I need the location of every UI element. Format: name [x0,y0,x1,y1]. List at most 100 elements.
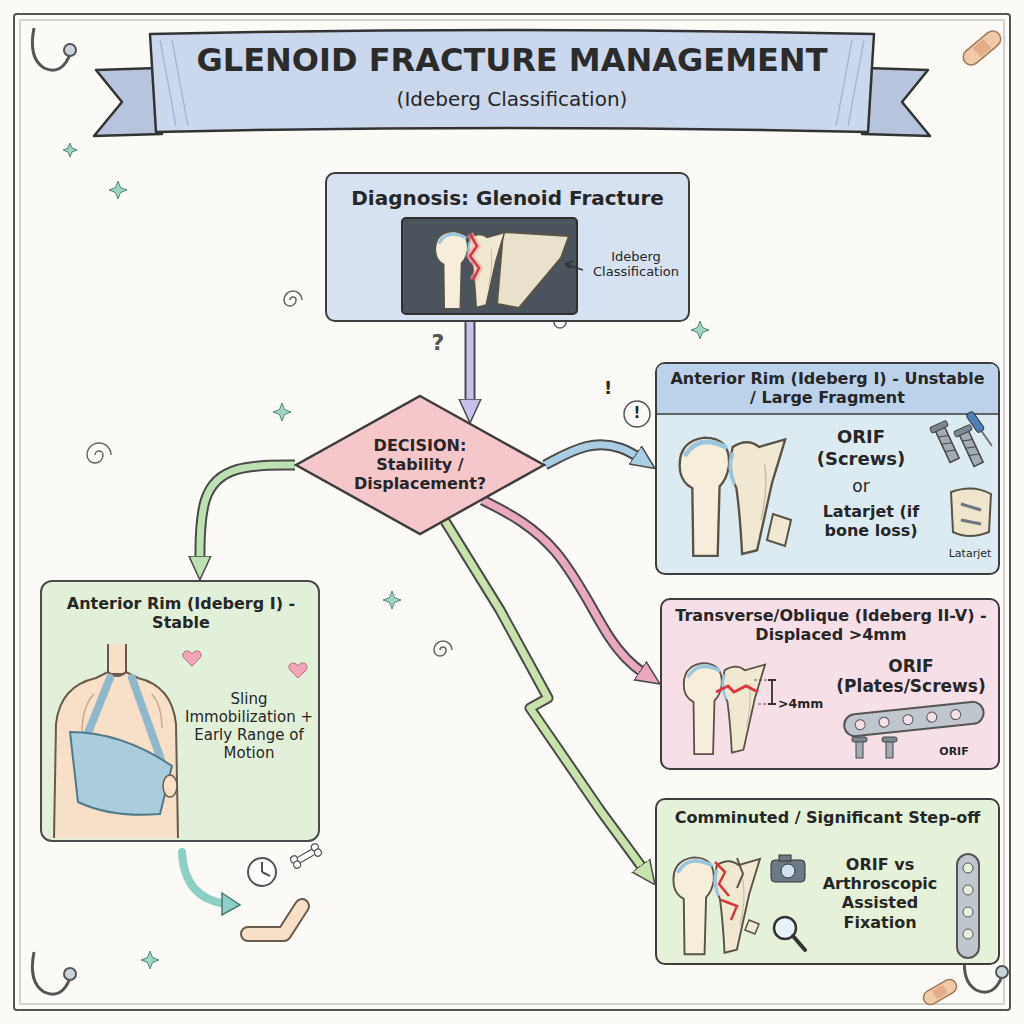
xray-image [565,261,583,270]
dimension-label: >4mm [778,697,822,711]
fixation-illustration [962,437,979,458]
fracture-illustration [716,686,758,692]
flow-arrow [470,322,471,411]
treatment-text: ORIF vs Arthroscopic Assisted Fixation [813,855,947,932]
comminuted-illustration [721,900,737,920]
box-heading: Comminuted / Significant Step-off [665,808,990,827]
recovery-icons [248,906,302,934]
swirl [434,641,452,656]
stethoscope-icon [32,952,76,994]
sling-illustration [70,732,172,815]
sling-illustration [54,672,178,838]
sparkle-star [109,181,127,199]
fixation-illustration [657,364,998,414]
fracture-illustration [886,740,893,758]
fixation-illustration [981,431,993,447]
recovery-icons [248,906,302,934]
arrow-body [200,465,295,568]
comminuted-illustration [963,863,973,873]
fracture-illustration [843,701,985,738]
arrow-body [467,322,474,411]
fracture-illustration [879,717,890,728]
treatment-text: Latarjet (if bone loss) [799,502,943,540]
recovery-icons [313,848,323,858]
flow-arrow [445,521,648,875]
recovery-icons [289,843,322,870]
fracture-illustration [768,680,776,704]
treatment-box: Anterior Rim (Ideberg I) - Unstable / La… [655,362,1000,575]
fixation-illustration [657,413,998,415]
sling-illustration [86,678,110,738]
subtitle: (Ideberg Classification) [160,88,864,111]
swirl [87,443,111,463]
recovery-icons [182,852,226,904]
stethoscope-icon [64,44,76,56]
comminuted-illustration [793,936,805,950]
recovery-icons [292,860,302,870]
arrow-outline [445,521,648,875]
diamond-outline [296,396,544,534]
box-heading: Diagnosis: Glenoid Fracture [327,186,688,210]
diagnosis-box: Diagnosis: Glenoid Fracture [325,172,690,322]
recovery-icons [262,862,270,876]
arrow-outline [483,500,651,677]
stethoscope-icon [996,966,1008,978]
fixation-illustration [767,514,791,546]
comminuted-illustration [963,885,973,895]
comminuted-illustration [673,857,760,954]
bandage-icon [960,28,1004,69]
title-text: GLENOID FRACTURE MANAGEMENT [160,42,864,79]
fracture-illustration [852,737,867,742]
fracture-illustration [926,712,937,723]
treatment-box: Anterior Rim (Ideberg I) - StableSling I… [40,580,320,842]
stethoscope-icon [64,968,76,980]
fixation-illustration [951,488,991,536]
decision-diamond: DECISION: Stability / Displacement? [295,395,545,535]
recovery-icons [248,858,276,886]
treatment-text: ORIF (Screws) [805,426,917,469]
bandage-icon [932,985,947,1000]
arrow-body [545,445,645,465]
arrow-outline [545,445,645,465]
swirl [284,291,302,306]
comminuted-illustration [779,855,791,861]
fracture-illustration [843,701,985,738]
comminuted-illustration [737,858,743,888]
sparkle-star [273,403,291,421]
sparkle-star [691,321,709,339]
title-banner [160,40,864,126]
fracture-illustration [950,709,961,720]
box-heading: Anterior Rim (Ideberg I) - Stable [50,594,312,632]
fixation-illustration [930,420,949,433]
image-label: Latarjet [942,548,998,561]
sparkle-star [63,143,77,157]
recovery-icons [222,893,240,915]
comminuted-illustration [745,920,759,934]
fixation-illustration [954,424,973,437]
flow-arrow [200,465,295,568]
callout-circle [624,401,650,427]
bandage-icon [921,977,959,1007]
treatment-box: Comminuted / Significant Step-offORIF vs… [655,798,1000,965]
question-mark: ? [428,330,448,355]
fracture-illustration [754,680,770,704]
decision-text: DECISION: Stability / Displacement? [340,436,500,494]
box-heading: Anterior Rim (Ideberg I) - Unstable / La… [665,369,990,407]
arrow-outline [200,465,295,568]
comminuted-illustration [963,929,973,939]
box-heading: Transverse/Oblique (Ideberg II-V) - Disp… [670,606,992,644]
comminuted-illustration [957,854,979,958]
flow-arrow [483,500,651,677]
image-label: Ideberg Classification [588,250,684,280]
sling-illustration [183,651,201,666]
alert-mark: ! [628,405,646,422]
fracture-illustration [882,737,897,742]
comminuted-illustration [963,907,973,917]
fixation-illustration [961,504,981,524]
comminuted-illustration [771,860,805,882]
xray-image [402,218,577,314]
fracture-illustration [855,719,866,730]
page-border [20,20,1004,1004]
stethoscope-icon [32,28,76,70]
sling-illustration [163,775,177,797]
